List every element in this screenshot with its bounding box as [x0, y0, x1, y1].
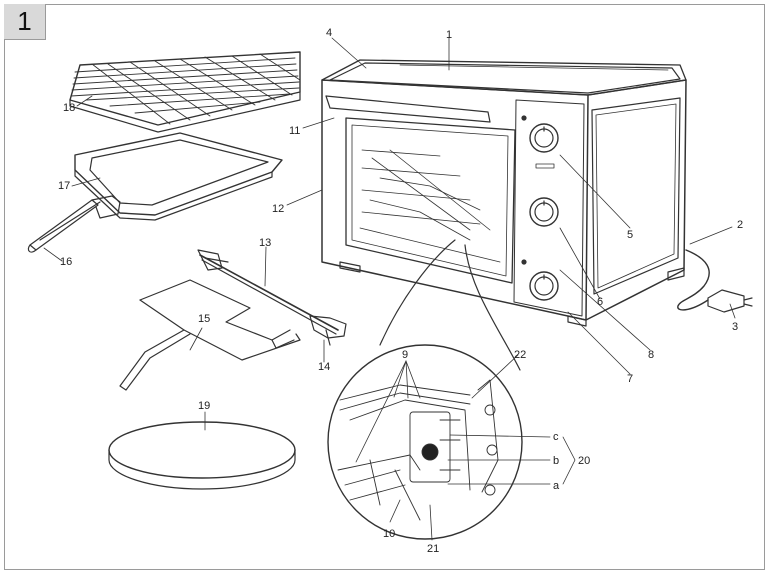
pizza-stone [108, 421, 296, 490]
label-6: 6 [597, 296, 603, 308]
label-13: 13 [259, 237, 271, 249]
label-3: 3 [732, 321, 738, 333]
figure-number: 1 [4, 4, 46, 40]
label-10: 10 [383, 528, 395, 540]
oven [321, 59, 753, 327]
figure-frame [4, 4, 765, 570]
label-9: 9 [402, 349, 408, 361]
label-20: 20 [578, 455, 590, 467]
label-22: 22 [514, 349, 526, 361]
label-17: 17 [58, 180, 70, 192]
baking-tray [74, 132, 283, 221]
label-c: c [553, 431, 559, 443]
label-15: 15 [198, 313, 210, 325]
label-12: 12 [272, 203, 284, 215]
label-18: 18 [63, 102, 75, 114]
label-14: 14 [318, 361, 330, 373]
spit-handle [119, 279, 301, 391]
leader-lines [43, 37, 736, 541]
rotisserie-spit [197, 249, 347, 346]
label-16: 16 [60, 256, 72, 268]
label-21: 21 [427, 543, 439, 555]
wire-rack [69, 51, 301, 133]
label-1: 1 [446, 29, 452, 41]
label-7: 7 [627, 373, 633, 385]
part-labels: 1 2 3 4 5 6 7 8 9 10 11 12 13 14 15 16 1… [58, 27, 743, 555]
label-19: 19 [198, 400, 210, 412]
tray-handle [27, 195, 121, 253]
label-2: 2 [737, 219, 743, 231]
label-a: a [553, 480, 560, 492]
label-4: 4 [326, 27, 332, 39]
label-8: 8 [648, 349, 654, 361]
detail-callout [327, 239, 523, 540]
label-b: b [553, 455, 559, 467]
label-5: 5 [627, 229, 633, 241]
label-11: 11 [289, 125, 300, 137]
